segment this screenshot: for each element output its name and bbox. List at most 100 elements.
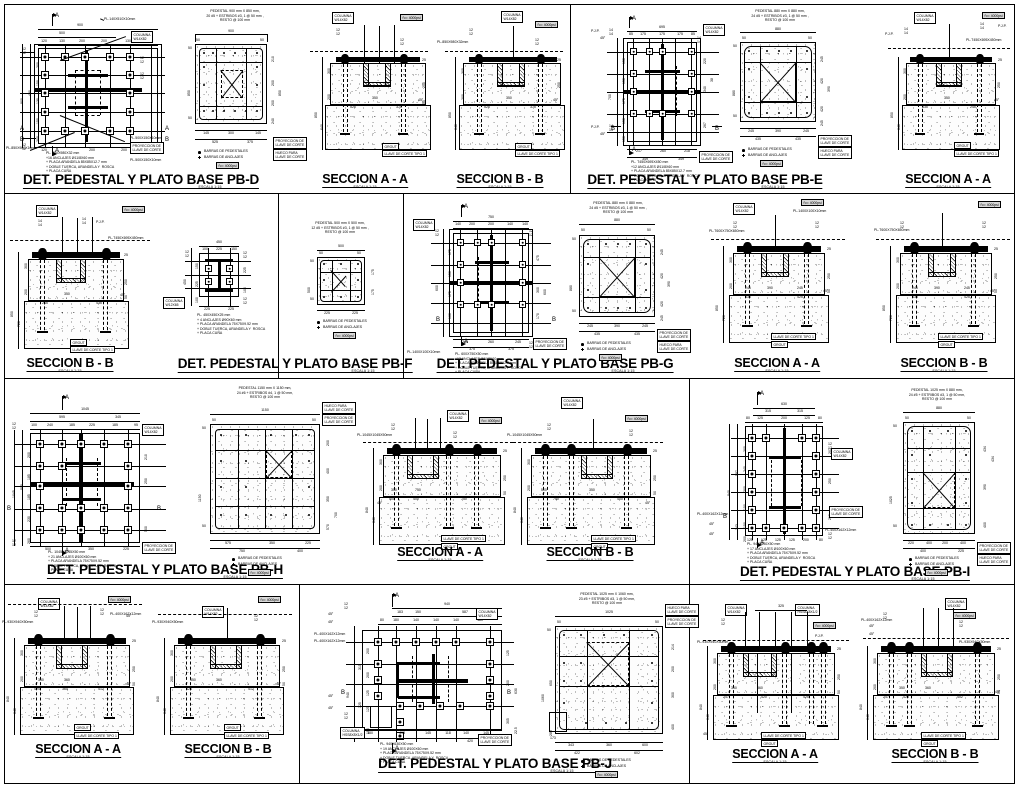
plan-gridline — [346, 642, 514, 643]
anchor-plate — [909, 325, 920, 328]
dim-50tl: 50 — [733, 44, 737, 48]
column-web-line — [942, 213, 944, 249]
dim-350: 350 — [899, 686, 905, 690]
anchor-plate — [726, 725, 737, 728]
fc-box: f'c= 4000psi — [108, 596, 132, 603]
dim-125bot1: 125 — [747, 538, 753, 542]
stirrup-hoop — [559, 630, 659, 730]
anchor-rod — [111, 646, 112, 716]
anchor-nut — [976, 54, 984, 65]
dim-375: 375 — [396, 105, 402, 109]
dim-25: 25 — [132, 639, 136, 643]
dim-130b: 130 — [125, 39, 131, 43]
dim-200: 200 — [379, 485, 383, 491]
dim-150b: 150 — [36, 118, 40, 124]
dim-125bot4: 125 — [789, 538, 795, 542]
w12d: 12 — [982, 225, 986, 229]
escala-sec-f-bb: ESCALA 1:15 — [58, 369, 82, 373]
dim-line-bot — [579, 323, 655, 324]
dim-50b: 50 — [312, 418, 316, 422]
fc-box: f'c= 4000psi — [479, 417, 503, 424]
anchor-bolt — [474, 239, 481, 246]
rebar-dot — [203, 84, 206, 87]
w12f: 14 — [697, 40, 701, 44]
rebar-dot — [212, 110, 215, 113]
dim-245r2: 245 — [660, 315, 664, 321]
dim-575: 575 — [225, 541, 231, 545]
dim-225b: 225 — [352, 311, 358, 315]
anchor-rod — [786, 654, 787, 724]
anchor-plate — [100, 331, 111, 334]
legend-dot-pedestal — [581, 343, 584, 346]
column-callout: COLUMNA W14X82 — [501, 11, 523, 23]
weld12a: 12 — [469, 28, 473, 32]
dim-line-left — [164, 638, 165, 735]
dim-250r: 250 — [144, 478, 148, 484]
rebar-dot — [645, 289, 648, 292]
dim-145b: 145 — [255, 131, 261, 135]
panel-sec-h-bb: COLUMNA W14X82 f'c= 4000psi PL.1045X1045… — [505, 385, 670, 575]
plate-note-pbe: PL. T450X695X450 mm +12 ANCLAJES Ø11/8X6… — [631, 160, 700, 183]
rebar-dot — [929, 430, 932, 433]
panel-pb-e-rebar: PEDESTAL 880 mm X 880 mm, 24 #5 + ESTRIB… — [720, 0, 852, 193]
dim-214r: 214 — [671, 644, 675, 650]
escala-sec-e-aa: ESCALA 1:15 — [936, 185, 960, 189]
column2-callout-pbj: COLUMNA HSS8X8X1/2 — [340, 727, 365, 739]
anchor-nut — [537, 54, 545, 65]
anchor-plate — [104, 717, 115, 720]
w12d: 12 — [629, 433, 633, 437]
base-plate — [469, 57, 557, 62]
plan-gridline — [14, 530, 166, 531]
dim-200-bot2: 200 — [121, 148, 127, 152]
dim-423: 423 — [903, 695, 909, 699]
ang45b: 45° — [709, 532, 715, 536]
plate-tag-pbg: PL.1400X100X10mm — [407, 350, 441, 354]
dim-200: 200 — [903, 94, 907, 100]
dim-25: 25 — [653, 449, 657, 453]
grout-bottom — [581, 474, 613, 479]
dim-880l: 880 — [732, 90, 736, 96]
ang45b: 45° — [869, 632, 875, 636]
base-plate-outline — [362, 630, 502, 730]
dim-880: 880 — [614, 218, 620, 222]
dim-200r: 200 — [506, 680, 510, 686]
grout-callout: GROUT — [441, 543, 459, 551]
anchor-plate — [779, 725, 790, 728]
ang45a: 45° — [600, 36, 606, 40]
rebar-dot — [587, 289, 590, 292]
dim-250: 250 — [997, 674, 1001, 680]
dim-25: 25 — [557, 58, 561, 62]
panel-pb-i-rebar: PEDESTAL 1025 mm X 880 mm, 24 #5 + ESTRI… — [865, 380, 1015, 584]
base-plate — [881, 646, 991, 652]
llave-callout: LLAVE DE CORTE TIPO 1 — [224, 732, 270, 740]
pedestal-concrete — [903, 422, 975, 534]
column-callout: COLUMNA W14X82 — [332, 12, 354, 24]
dim-230l: 230 — [27, 516, 31, 522]
dim-line-top — [753, 408, 815, 409]
anchor-rod — [573, 456, 574, 526]
w12c: 12 — [243, 251, 247, 255]
anchor-plate — [566, 527, 577, 530]
dim-245r: 245 — [820, 56, 824, 62]
rebar-dot — [245, 52, 248, 55]
anchor-nut — [102, 248, 111, 261]
anchor-nut — [392, 444, 401, 457]
anchor-rod — [809, 654, 810, 724]
anchor-bolt — [630, 88, 637, 95]
column-web-line — [513, 26, 515, 62]
dim-ext — [267, 34, 268, 42]
shear-key-plate-pbd: PL.500X150X10mm — [130, 136, 162, 140]
rebar-dot — [308, 514, 311, 517]
section-letter-b: B — [723, 514, 728, 520]
anchor-rod — [825, 654, 826, 724]
rebar-dot — [965, 502, 968, 505]
dim-200a: 200 — [743, 446, 747, 452]
dim-250: 250 — [282, 666, 286, 672]
dim-750b: 750 — [461, 497, 467, 501]
dim-493bot: 493 — [399, 731, 405, 735]
column-web-line — [77, 607, 79, 643]
anchor-bolt — [396, 718, 404, 726]
stirrup-hoop — [907, 426, 971, 530]
w14b: 14 — [38, 223, 42, 227]
